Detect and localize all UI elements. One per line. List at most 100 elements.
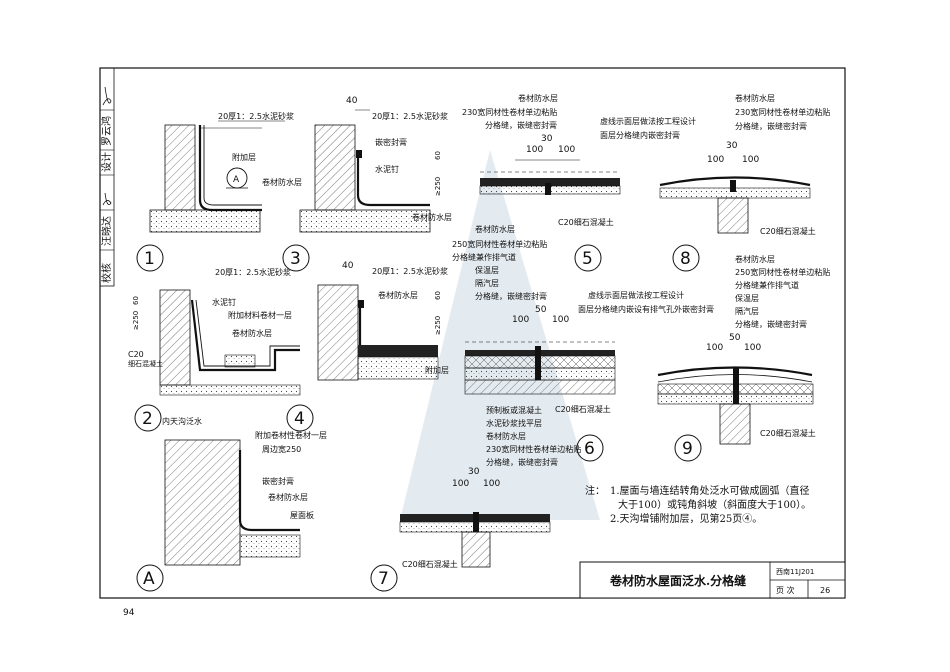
dA-slab: 屋面板 [290,510,314,520]
d8-dim-30: 30 [726,141,738,151]
d6-dim-100a: 100 [512,315,529,325]
d7-dim-100a: 100 [452,479,469,489]
notes-item1-line1: 1.屋面与墙连结转角处泛水可做成圆弧（直径 [610,484,810,497]
d5-dashed: 虚线示面层做法按工程设计 [600,116,696,126]
d5-joint: 分格缝，嵌缝密封膏 [485,120,557,130]
dA-membrane: 卷材防水层 [268,492,308,502]
detail-A-id: A [143,569,155,589]
detail-1-id: 1 [144,249,155,269]
detail-2-id: 2 [142,409,153,429]
sheet-title: 卷材防水屋面泛水.分格缝 [609,573,746,588]
dA-extra-membrane: 附加卷材性卷材一层 [255,430,327,440]
designer-label: 设计 [100,152,113,172]
d2-mortar: 20厚1：2.5水泥砂浆 [215,267,291,277]
page-label: 页 次 [776,585,795,595]
d7-c20: C20细石混凝土 [402,559,458,569]
d6-c20: C20细石混凝土 [555,404,611,414]
detail-6: 100 100 50 卷材防水层 250宽同材性卷材单边粘贴 分格缝兼作排气道 … [452,224,714,462]
notes-prefix: 注： [585,484,605,497]
d9-vapor: 隔汽层 [735,306,759,316]
detail-2: 20厚1：2.5水泥砂浆 水泥钉 附加材料卷材一层 卷材防水层 C20 细石混凝… [128,267,301,432]
notes: 注： 1.屋面与墙连结转角处泛水可做成圆弧（直径 大于100）或钝角斜坡（斜面度… [585,484,811,525]
title-block: 卷材防水屋面泛水.分格缝 西南11J201 页 次 26 [579,561,846,599]
section-ref-A: A [233,175,240,185]
page-value: 26 [820,586,830,595]
d7-strip: 230宽同材性卷材单边粘贴 [486,444,581,454]
d4-membrane: 卷材防水层 [378,290,418,300]
notes-item1-line2: 大于100）或钝角斜坡（斜面度大于100）。 [618,498,811,511]
detail-7: 100 100 30 预制板或混凝土 水泥砂浆找平层 卷材防水层 230宽同材性… [370,405,581,592]
d3-sealant: 嵌密封膏 [375,137,407,147]
signature-mark [102,192,112,206]
d3-membrane: 卷材防水层 [412,212,452,222]
d2-c20-fine: 细石混凝土 [128,359,163,368]
detail-3-id: 3 [290,249,301,269]
d6-membrane: 卷材防水层 [475,224,515,234]
d6-dashed: 虚线示面层做法按工程设计 [588,290,684,300]
watermark [400,150,600,520]
d9-strip: 250宽同材性卷材单边粘贴 [735,267,830,277]
detail-4-id: 4 [294,409,305,429]
checker-label: 校核 [100,263,113,283]
d9-insulation: 保温层 [735,293,759,303]
page-number: 94 [123,608,135,618]
d3-mortar: 20厚1：2.5水泥砂浆 [372,111,448,121]
detail-9: 100 100 50 卷材防水层 250宽同材性卷材单边粘贴 分格缝兼作排气道 … [657,254,830,462]
d3-dim-60: 60 [434,151,442,160]
d6-dim-50: 50 [535,305,547,315]
detail-6-id: 6 [584,439,595,459]
d3-dim-250: ≥250 [434,177,442,196]
d6-strip: 250宽同材性卷材单边粘贴 [452,239,547,249]
detail-1: A 20厚1：2.5水泥砂浆 附加层 卷材防水层 1 [136,111,302,272]
d7-joint: 分格缝，嵌缝密封膏 [486,457,558,467]
detail-5-id: 5 [582,249,593,269]
d8-strip: 230宽同材性卷材单边粘贴 [735,107,830,117]
d5-dim-30: 30 [541,134,553,144]
d7-dim-30: 30 [468,467,480,477]
d4-mortar: 20厚1：2.5水泥砂浆 [372,266,448,276]
detail-5: 100 100 30 卷材防水层 230宽同材性卷材单边粘贴 分格缝，嵌缝密封膏… [462,93,696,272]
d4-extra: 附加层 [425,365,449,375]
d2-nail: 水泥钉 [212,297,236,307]
checker-name: 汪晓达 [101,216,113,246]
d1-membrane: 卷材防水层 [262,177,302,187]
detail-4: 40 20厚1：2.5水泥砂浆 卷材防水层 附加层 ≥250 60 4 [286,261,449,432]
d7-mortar: 水泥砂浆找平层 [486,418,542,428]
d4-dim-250: ≥250 [434,316,442,335]
atlas-code: 西南11J201 [776,567,814,576]
detail-8-id: 8 [680,249,691,269]
d4-dim-60: 60 [434,291,442,300]
d8-dim-100a: 100 [707,155,724,165]
d1-extra: 附加层 [232,152,256,162]
d6-dim-100b: 100 [552,315,569,325]
d7-membrane: 卷材防水层 [486,431,526,441]
d8-c20: C20细石混凝土 [760,226,816,236]
d1-mortar: 20厚1：2.5水泥砂浆 [218,111,294,121]
d6-insulation: 保温层 [475,265,499,275]
dA-sealant: 嵌密封膏 [262,476,294,486]
detail-9-id: 9 [682,439,693,459]
d5-dim-100b: 100 [558,145,575,155]
d2-dim-250: ≥250 [132,311,140,330]
d5-dim-100a: 100 [526,145,543,155]
d6-face: 面层分格缝内嵌设有排气孔外嵌密封膏 [578,304,714,314]
side-strip: 校核 汪晓达 设计 罗云鸿 [99,67,115,287]
d9-dim-50: 50 [729,333,741,343]
d9-dim-100a: 100 [706,343,723,353]
d3-dim-40: 40 [346,96,358,106]
d8-joint: 分格缝，嵌缝密封膏 [735,121,807,131]
d6-vent: 分格缝兼作排气道 [452,252,516,262]
signature-mark-2 [102,86,112,106]
d5-c20: C20细石混凝土 [558,217,614,227]
detail-A: 附加卷材性卷材一层 周边宽250 嵌密封膏 卷材防水层 屋面板 A [136,430,327,592]
d4-dim-40: 40 [342,261,354,271]
d9-membrane: 卷材防水层 [735,254,775,264]
sheet-frame [99,67,846,599]
detail-3: 40 20厚1：2.5水泥砂浆 嵌密封膏 水泥钉 卷材防水层 ≥250 60 3 [282,96,452,272]
d9-joint: 分格缝，嵌缝密封膏 [735,319,807,329]
notes-item2: 2.天沟增铺附加层，见第25页④。 [610,512,762,525]
d7-precast: 预制板或混凝土 [486,405,542,415]
d2-dim-60: 60 [132,296,140,305]
detail-7-id: 7 [378,569,389,589]
